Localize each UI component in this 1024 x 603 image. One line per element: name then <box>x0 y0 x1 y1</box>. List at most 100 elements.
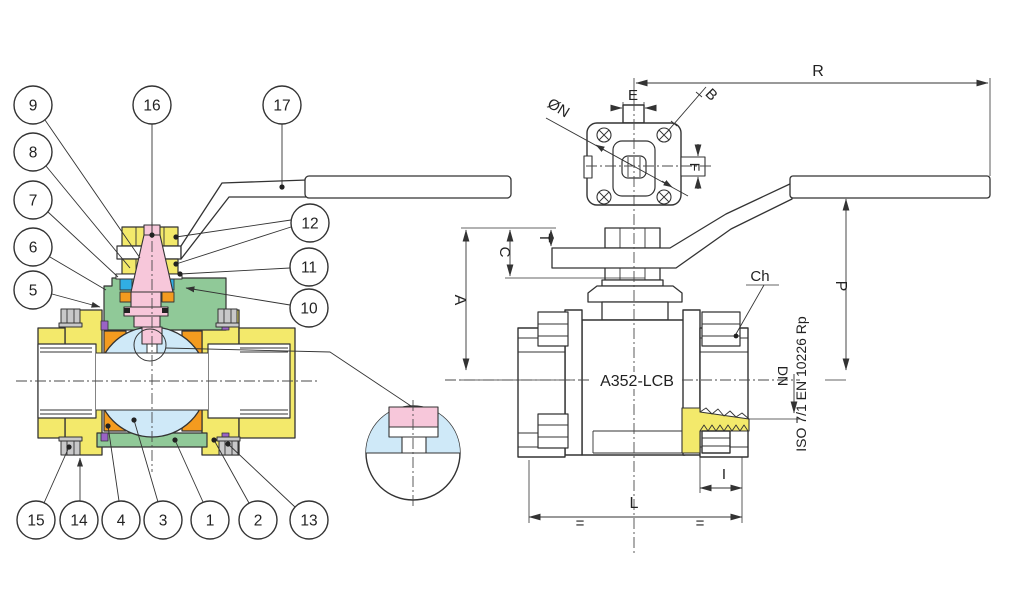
balloon-number: 6 <box>29 240 38 257</box>
balloon-circle <box>238 500 278 540</box>
balloon-6: 6 <box>13 227 107 291</box>
balloon-number: 17 <box>273 98 290 115</box>
lever-handle <box>180 175 512 260</box>
centerlines <box>16 100 800 556</box>
balloon-leader <box>47 211 119 278</box>
balloon-leader <box>107 425 120 502</box>
balloon-circle <box>13 180 53 220</box>
balloon-leader-dot <box>225 441 231 447</box>
balloon-circle <box>289 247 329 287</box>
balloon-number: 9 <box>29 98 38 115</box>
balloon-circle <box>13 270 53 310</box>
balloon-number: 1 <box>206 513 215 530</box>
balloon-number: 2 <box>254 513 263 530</box>
side-view-stem <box>551 175 991 321</box>
balloon-circle <box>13 132 53 172</box>
balloon-circle <box>190 500 230 540</box>
balloon-leader-dot <box>279 184 285 190</box>
balloon-leader <box>175 219 292 238</box>
balloon-number: 12 <box>301 216 318 233</box>
balloon-leader <box>44 119 141 259</box>
balloon-1: 1 <box>172 437 230 540</box>
balloon-leader <box>175 226 292 265</box>
dim-label-A: A <box>451 295 468 306</box>
balloon-leader-dot <box>105 423 111 429</box>
balloon-circle <box>13 85 53 125</box>
balloon-number: 4 <box>117 513 126 530</box>
dim-label-A352: A352-LCB <box>600 373 674 390</box>
balloon-5: 5 <box>13 270 101 310</box>
balloon-number: 5 <box>29 283 38 300</box>
balloon-circle <box>289 288 329 328</box>
dim-label-F: F <box>687 163 703 172</box>
balloon-leader <box>49 256 107 291</box>
balloon-circle <box>59 500 99 540</box>
balloon-number: 14 <box>70 513 88 530</box>
dimension-lines <box>461 78 991 523</box>
valve-dimension-view <box>461 78 991 523</box>
dim-label-EQ2: = <box>696 515 705 532</box>
balloon-10: 10 <box>185 286 329 328</box>
balloon-number: 3 <box>159 513 168 530</box>
balloon-number: 8 <box>29 145 38 162</box>
dim-label-P: P <box>832 281 849 292</box>
flange-bolt-holes <box>596 127 672 205</box>
balloon-leader <box>51 293 101 308</box>
balloon-leader-dot <box>149 232 155 238</box>
dim-label-T: T <box>536 233 553 242</box>
balloon-circle <box>143 500 183 540</box>
balloon-circle <box>132 85 172 125</box>
balloon-8: 8 <box>13 132 131 269</box>
body-bolts <box>58 308 241 456</box>
balloon-16: 16 <box>132 85 172 238</box>
balloon-leader-dot <box>173 261 179 267</box>
balloon-11: 11 <box>177 247 329 287</box>
balloon-9: 9 <box>13 85 141 259</box>
balloon-leader <box>227 443 296 508</box>
balloon-2: 2 <box>211 437 278 540</box>
dim-label-E: E <box>628 87 638 104</box>
balloon-number: 13 <box>300 513 317 530</box>
balloon-number: 11 <box>301 260 317 277</box>
balloon-13: 13 <box>225 441 329 540</box>
balloon-leader-dot <box>66 444 72 450</box>
marking-backplate <box>593 372 681 389</box>
dim-label-L: L <box>630 495 639 512</box>
dim-label-DN: DN <box>775 366 791 386</box>
dim-label-Ch: Ch <box>750 268 769 285</box>
balloon-3: 3 <box>131 417 183 540</box>
balloon-leader <box>213 439 250 504</box>
balloon-17: 17 <box>262 85 302 190</box>
balloon-leader-dot <box>177 271 183 277</box>
flange-top-view <box>583 104 706 206</box>
balloon-circle <box>262 85 302 125</box>
balloon-leader <box>179 267 291 275</box>
balloon-number: 10 <box>300 301 318 318</box>
balloon-circle <box>13 227 53 267</box>
balloon-leader <box>43 446 70 504</box>
balloon-leader <box>45 165 131 269</box>
balloon-circle <box>290 203 330 243</box>
dim-label-EQ1: = <box>576 515 585 532</box>
dim-label-R: R <box>812 63 824 80</box>
balloon-number: 16 <box>143 98 160 115</box>
balloon-circle <box>16 500 56 540</box>
balloon-15: 15 <box>16 444 72 540</box>
balloon-7: 7 <box>13 180 119 278</box>
dim-label-ISO: ISO 7/1 EN 10226 Rp <box>793 316 809 452</box>
dim-label-I: I <box>722 466 726 483</box>
balloon-circle <box>289 500 329 540</box>
balloon-number: 15 <box>27 513 44 530</box>
balloon-number: 7 <box>29 193 38 210</box>
dim-label-C: C <box>496 247 513 258</box>
balloon-leader-dot <box>131 417 137 423</box>
balloon-4: 4 <box>101 423 141 540</box>
balloon-leader-dot <box>173 234 179 240</box>
balloon-leader <box>133 419 159 503</box>
dim-label-N: ØN <box>544 95 572 121</box>
balloon-leader-dot <box>172 437 178 443</box>
balloon-leader <box>174 439 204 503</box>
